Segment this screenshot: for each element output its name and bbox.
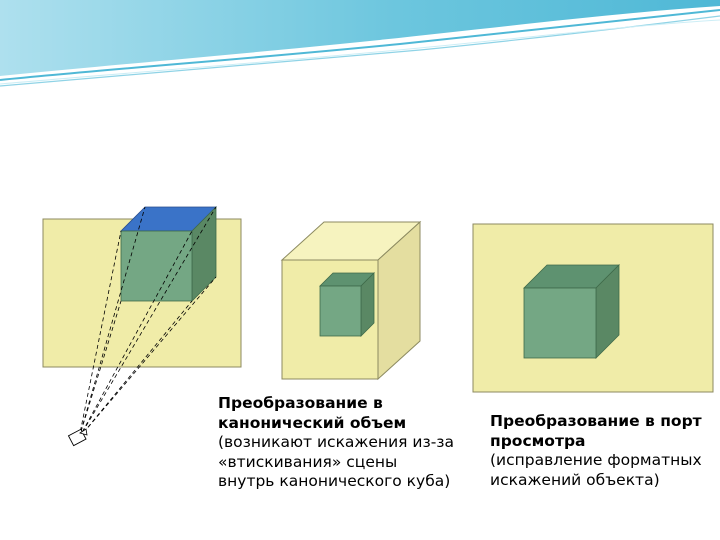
projection-lines bbox=[78, 206, 217, 439]
caption-viewport-title: Преобразование в порт просмотра bbox=[490, 412, 702, 450]
caption-canonical-body: (возникают искажения из-за «втискивания»… bbox=[218, 433, 455, 490]
header-wave-decoration bbox=[0, 0, 720, 87]
cube-front-face bbox=[120, 230, 193, 302]
caption-viewport-body: (исправление форматных искажений объекта… bbox=[490, 451, 702, 489]
viewport-panel bbox=[472, 223, 714, 393]
caption-canonical-transform: Преобразование в канонический объем (воз… bbox=[218, 394, 454, 492]
canonical-volume-panel bbox=[280, 220, 422, 381]
viewport-cube-front bbox=[523, 287, 597, 359]
viewport-rect bbox=[472, 223, 714, 393]
caption-viewport-transform: Преобразование в порт просмотра (исправл… bbox=[490, 412, 702, 490]
small-cube-front bbox=[319, 285, 362, 337]
view-volume-panel bbox=[42, 206, 242, 447]
camera-icon bbox=[67, 428, 88, 447]
caption-canonical-title: Преобразование в канонический объем bbox=[218, 394, 407, 432]
